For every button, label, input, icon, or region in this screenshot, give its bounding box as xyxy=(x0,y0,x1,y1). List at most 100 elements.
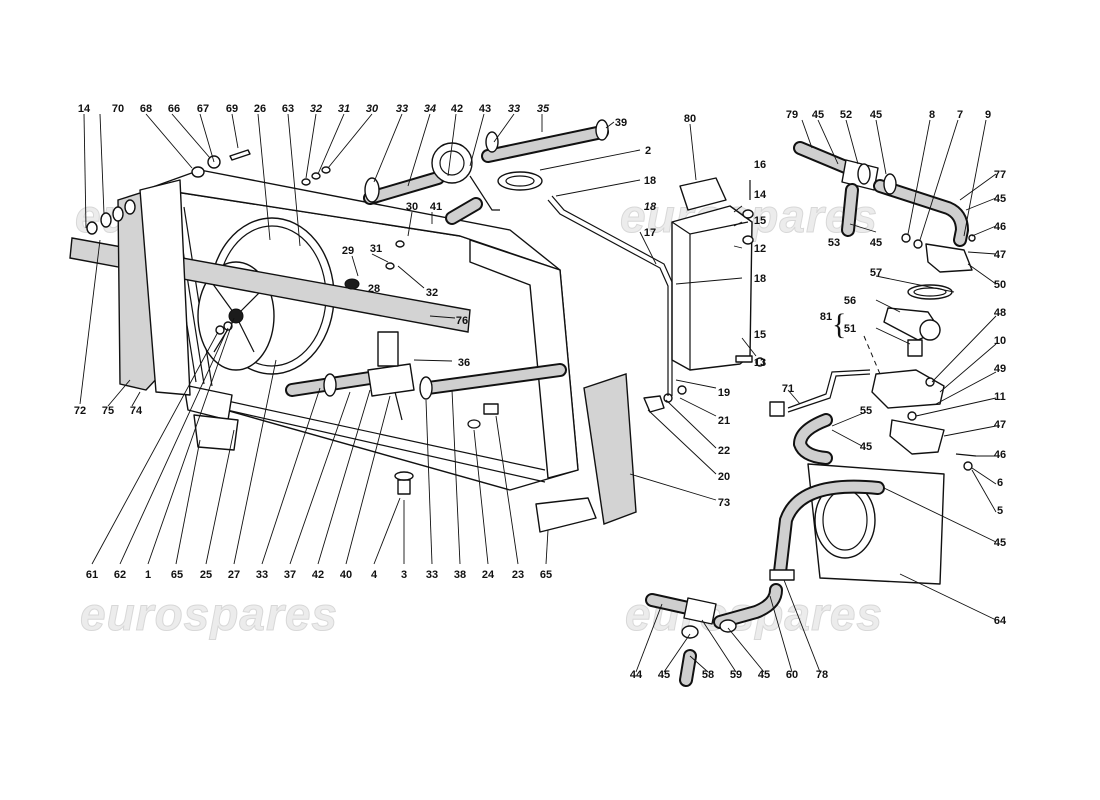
callout-label: 30 xyxy=(366,103,379,115)
callout-label: 66 xyxy=(168,103,180,115)
rubber-mount xyxy=(344,278,360,290)
pipe-71 xyxy=(787,369,871,409)
callout-label: 13 xyxy=(754,357,766,369)
callout-label: 32 xyxy=(426,287,438,299)
tee-branch xyxy=(377,331,399,367)
callout-label: 62 xyxy=(114,569,126,581)
callout-label: 47 xyxy=(994,419,1006,431)
thermo-switch xyxy=(483,403,499,415)
callout-label: 45 xyxy=(870,109,882,121)
callout-label: 20 xyxy=(718,471,730,483)
callout-label: 45 xyxy=(994,193,1006,205)
callout-label: 10 xyxy=(994,335,1006,347)
callout-label: 12 xyxy=(754,243,766,255)
callout-label: 61 xyxy=(86,569,98,581)
callout-label: 80 xyxy=(684,113,696,125)
callout-labels: 14 70 68 66 67 69 26 63 32 31 30 33 34 4… xyxy=(74,103,1007,681)
tee-fitting-59 xyxy=(683,597,717,625)
callout-label: 9 xyxy=(985,109,991,121)
callout-label: 37 xyxy=(284,569,296,581)
thermo-switch-washer xyxy=(467,419,481,429)
valve-actuator xyxy=(871,369,945,409)
hose-clamp xyxy=(719,619,737,633)
callout-label: 57 xyxy=(870,267,882,279)
thermostat-housing xyxy=(431,142,473,184)
callout-label: 29 xyxy=(342,245,354,257)
callout-label: 77 xyxy=(994,169,1006,181)
callout-label: 75 xyxy=(102,405,114,417)
washer xyxy=(677,385,687,395)
callout-label: 53 xyxy=(828,237,840,249)
callout-label: 33 xyxy=(256,569,268,581)
callout-label: 4 xyxy=(371,569,378,581)
callout-label: 5 xyxy=(997,505,1003,517)
callout-label: 45 xyxy=(658,669,670,681)
washer xyxy=(385,262,395,270)
fan-hub xyxy=(228,308,244,324)
screw xyxy=(901,233,911,243)
filler-neck xyxy=(497,171,543,191)
pipe-connector xyxy=(769,401,785,417)
radiator-mount-right xyxy=(535,497,597,533)
callout-label: 18 xyxy=(644,201,657,213)
callout-label: 6 xyxy=(997,477,1003,489)
hose-clamp xyxy=(323,373,337,397)
callout-label: 67 xyxy=(197,103,209,115)
callout-label: 8 xyxy=(929,109,935,121)
washer xyxy=(913,239,923,249)
washer xyxy=(925,377,935,387)
watermark: eurospares xyxy=(80,588,338,640)
fan-support-foot xyxy=(193,414,239,451)
washer xyxy=(907,411,917,421)
drain-plug xyxy=(397,479,411,495)
callout-label: 64 xyxy=(994,615,1007,627)
callout-label: 1 xyxy=(145,569,151,581)
callout-label: 51 xyxy=(844,323,856,335)
callout-label: 74 xyxy=(130,405,143,417)
callout-label: 76 xyxy=(456,315,468,327)
valve-bracket xyxy=(925,243,973,273)
washer xyxy=(86,221,98,235)
callout-label: 81 xyxy=(820,311,832,323)
callout-label: 78 xyxy=(816,669,828,681)
callout-label: 70 xyxy=(112,103,124,115)
callout-label: 56 xyxy=(844,295,856,307)
washer xyxy=(395,240,405,248)
watermark: eurospares xyxy=(620,190,878,242)
callout-label: 48 xyxy=(994,307,1006,319)
hose-clamp xyxy=(595,119,609,141)
callout-label: 28 xyxy=(368,283,380,295)
callout-label: 45 xyxy=(812,109,824,121)
callout-label: 35 xyxy=(537,103,550,115)
screw xyxy=(955,453,977,457)
washer xyxy=(301,178,311,186)
washer xyxy=(124,199,136,215)
callout-label: 30 xyxy=(406,201,418,213)
callout-label: 33 xyxy=(508,103,520,115)
callout-label: 31 xyxy=(370,243,382,255)
callout-label: 79 xyxy=(786,109,798,121)
hose-clamp xyxy=(681,625,699,639)
washer xyxy=(321,166,331,174)
callout-label: 59 xyxy=(730,669,742,681)
callout-label: 21 xyxy=(718,415,730,427)
callout-label: 47 xyxy=(994,249,1006,261)
callout-label: 72 xyxy=(74,405,86,417)
callout-label: 2 xyxy=(645,145,651,157)
callout-label: 65 xyxy=(171,569,183,581)
callout-label: 32 xyxy=(310,103,322,115)
tank-pipe xyxy=(547,199,669,396)
callout-label: 73 xyxy=(718,497,730,509)
callout-label: 24 xyxy=(482,569,495,581)
callout-label: 18 xyxy=(754,273,766,285)
callout-label: 63 xyxy=(282,103,294,115)
leader-lines xyxy=(79,113,997,673)
drain-washer xyxy=(394,471,414,481)
callout-label: 38 xyxy=(454,569,466,581)
tank-cap xyxy=(679,177,727,211)
callout-label: 71 xyxy=(782,383,794,395)
hose-clamp xyxy=(419,376,433,400)
callout-label: 14 xyxy=(78,103,91,115)
callout-label: 52 xyxy=(840,109,852,121)
